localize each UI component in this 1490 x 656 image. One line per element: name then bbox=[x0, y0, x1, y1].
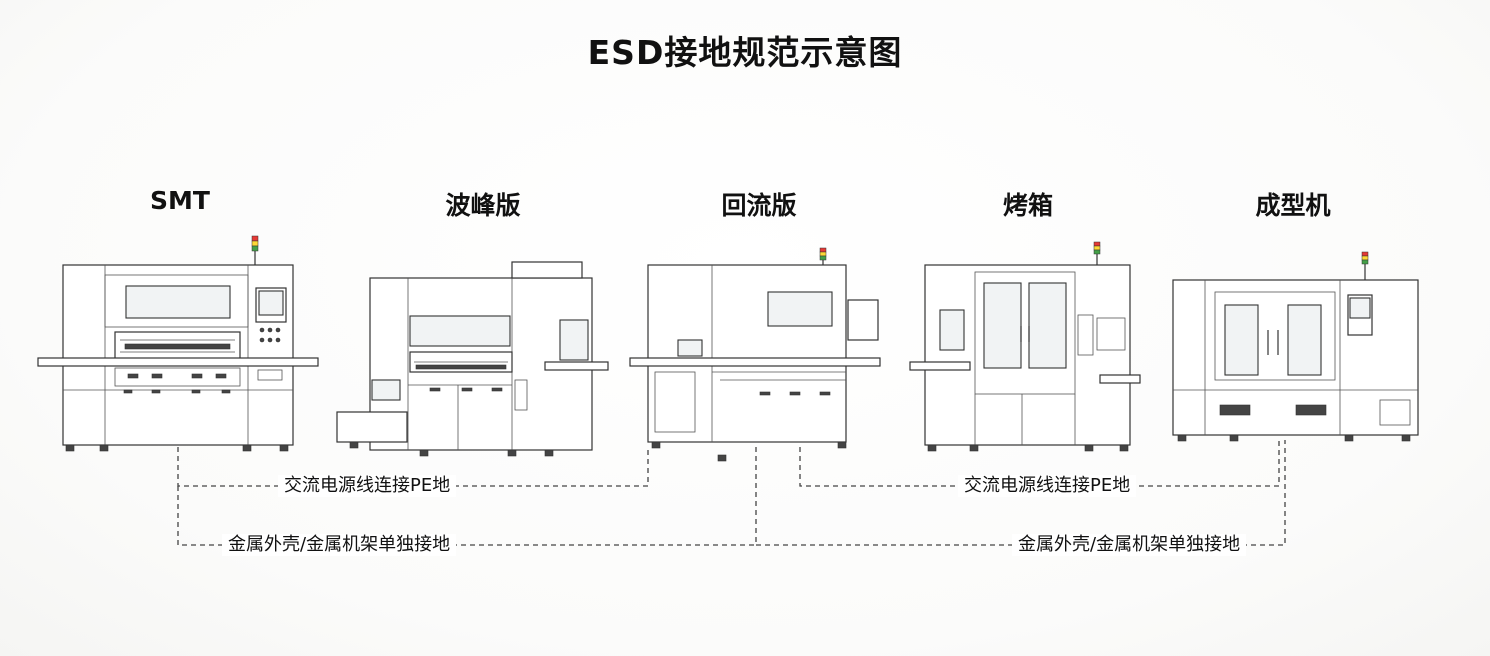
metal-ground-label-right: 金属外壳/金属机架单独接地 bbox=[1012, 534, 1247, 556]
reflow-oven-icon bbox=[629, 247, 881, 462]
metal-ground-line-right bbox=[756, 440, 1286, 546]
molding-machine-icon bbox=[1172, 251, 1419, 442]
oven-icon bbox=[909, 241, 1141, 452]
ac-pe-label-right: 交流电源线连接PE地 bbox=[958, 475, 1137, 497]
machine-label-smt: SMT bbox=[150, 186, 210, 215]
ac-pe-line-right bbox=[799, 440, 1280, 487]
metal-ground-label-left: 金属外壳/金属机架单独接地 bbox=[222, 534, 457, 556]
metal-ground-line-left bbox=[177, 486, 756, 546]
ac-pe-label-left: 交流电源线连接PE地 bbox=[278, 475, 457, 497]
machine-label-wave-solder: 波峰版 bbox=[445, 191, 521, 220]
machine-label-oven: 烤箱 bbox=[1002, 191, 1053, 220]
machine-label-reflow: 回流版 bbox=[721, 191, 797, 220]
smt-machine-icon bbox=[37, 235, 319, 452]
page-title: ESD接地规范示意图 bbox=[587, 33, 903, 72]
machine-label-molding: 成型机 bbox=[1255, 191, 1331, 220]
wave-solder-machine-icon bbox=[336, 261, 609, 457]
